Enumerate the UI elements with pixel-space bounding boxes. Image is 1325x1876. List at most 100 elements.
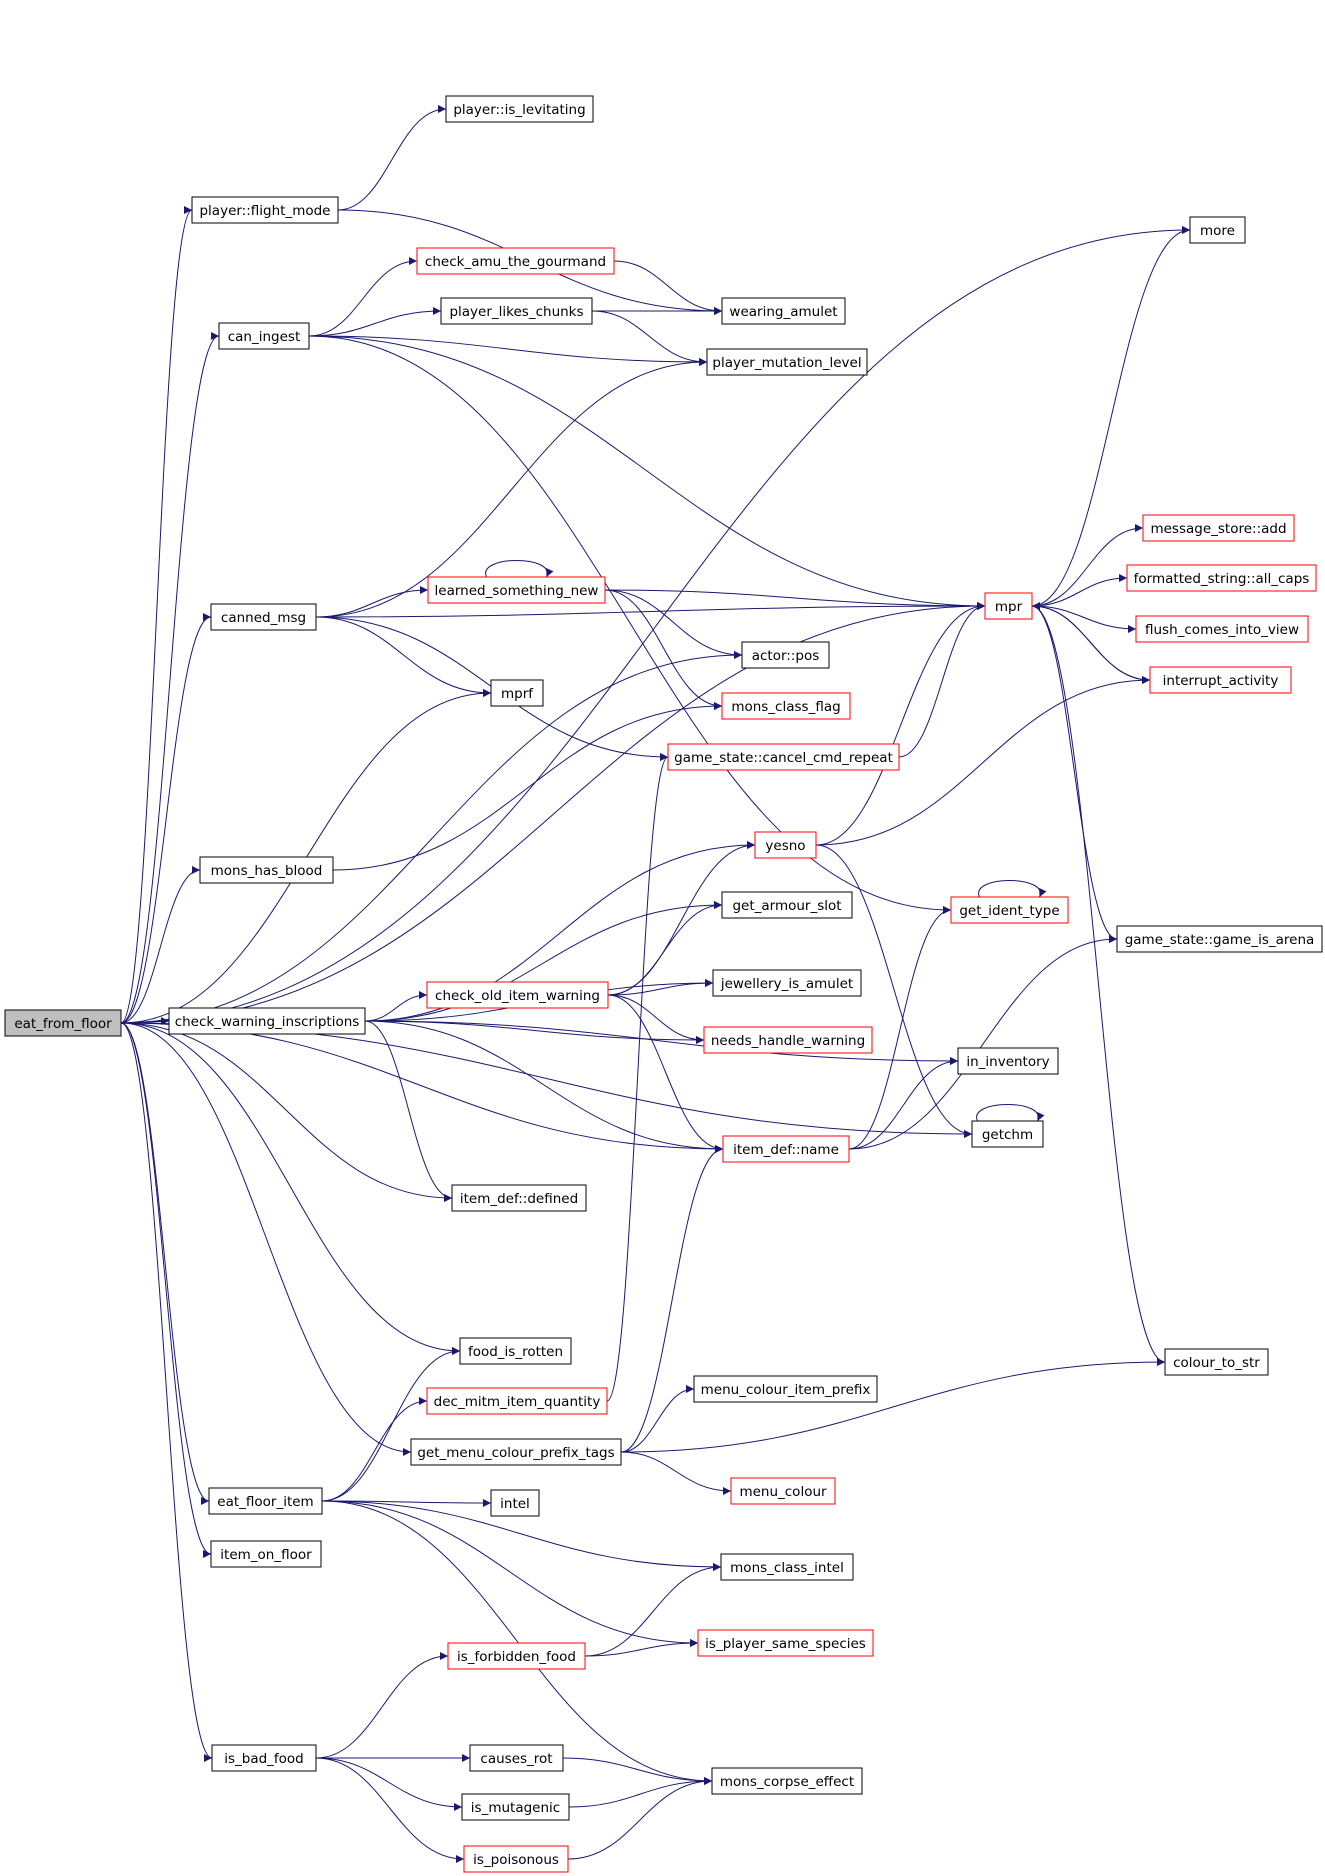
- node-more[interactable]: more: [1189, 216, 1246, 244]
- node-box: [168, 1007, 366, 1035]
- edge-check-warning-inscriptions-to-item-def-name: [364, 1020, 724, 1153]
- node-label: getchm: [982, 1127, 1033, 1143]
- node-is-poisonous[interactable]: is_poisonous: [463, 1845, 569, 1873]
- node-label: causes_rot: [480, 1751, 552, 1767]
- node-game-state-game-is-arena[interactable]: game_state::game_is_arena: [1116, 925, 1323, 953]
- node-item-def-defined[interactable]: item_def::defined: [451, 1184, 587, 1212]
- node-label: is_poisonous: [473, 1852, 559, 1868]
- node-player-mutation-level[interactable]: player_mutation_level: [706, 348, 868, 376]
- edge-mpr-to-flush-comes-into-view: [1031, 605, 1137, 633]
- node-learned-something-new[interactable]: learned_something_new: [427, 576, 606, 604]
- node-interrupt-activity[interactable]: interrupt_activity: [1149, 666, 1292, 694]
- node-item-on-floor[interactable]: item_on_floor: [210, 1540, 322, 1568]
- node-menu-colour[interactable]: menu_colour: [730, 1477, 836, 1505]
- edge-canned-msg-to-learned-something-new: [315, 586, 429, 618]
- edge-getchm-to-getchm: [976, 1104, 1045, 1122]
- node-box: [1116, 925, 1323, 953]
- edge-is-forbidden-food-to-is-player-same-species: [584, 1639, 699, 1657]
- node-label: actor::pos: [752, 648, 820, 664]
- node-player-likes-chunks[interactable]: player_likes_chunks: [440, 297, 593, 325]
- node-in-inventory[interactable]: in_inventory: [957, 1047, 1059, 1075]
- node-can-ingest[interactable]: can_ingest: [218, 322, 310, 350]
- node-menu-colour-item-prefix[interactable]: menu_colour_item_prefix: [693, 1375, 878, 1403]
- node-message-store-add[interactable]: message_store::add: [1142, 514, 1295, 542]
- node-box: [712, 969, 862, 997]
- edge-interrupt-activity-to-mpr: [1031, 602, 1151, 681]
- node-label: yesno: [765, 838, 805, 854]
- node-getchm[interactable]: getchm: [971, 1120, 1044, 1148]
- node-wearing-amulet[interactable]: wearing_amulet: [721, 297, 846, 325]
- node-item-def-name[interactable]: item_def::name: [722, 1135, 850, 1163]
- node-mpr[interactable]: mpr: [984, 592, 1033, 620]
- node-label: colour_to_str: [1173, 1355, 1260, 1371]
- node-intel[interactable]: intel: [490, 1489, 540, 1517]
- node-eat-from-floor[interactable]: eat_from_floor: [4, 1009, 122, 1037]
- edge-eat-from-floor-to-mpr: [120, 602, 986, 1024]
- node-canned-msg[interactable]: canned_msg: [210, 603, 317, 631]
- node-mprf[interactable]: mprf: [490, 679, 544, 707]
- node-get-armour-slot[interactable]: get_armour_slot: [721, 891, 853, 919]
- edge-check-old-item-warning-to-get-armour-slot: [607, 901, 723, 996]
- edge-check-warning-inscriptions-to-get-armour-slot: [364, 901, 723, 1022]
- node-label: check_warning_inscriptions: [175, 1014, 360, 1030]
- node-mons-class-intel[interactable]: mons_class_intel: [720, 1553, 854, 1581]
- node-jewellery-is-amulet[interactable]: jewellery_is_amulet: [712, 969, 862, 997]
- node-box: [490, 679, 544, 707]
- node-needs-handle-warning[interactable]: needs_handle_warning: [703, 1026, 873, 1054]
- node-eat-floor-item[interactable]: eat_floor_item: [208, 1487, 323, 1515]
- node-causes-rot[interactable]: causes_rot: [469, 1744, 564, 1772]
- node-label: message_store::add: [1150, 521, 1286, 537]
- node-colour-to-str[interactable]: colour_to_str: [1164, 1348, 1269, 1376]
- node-label: item_def::defined: [460, 1191, 578, 1207]
- node-mons-has-blood[interactable]: mons_has_blood: [199, 856, 334, 884]
- node-player-is-levitating[interactable]: player::is_levitating: [445, 95, 594, 123]
- edge-mpr-to-more: [1031, 226, 1191, 607]
- node-label: item_def::name: [733, 1142, 839, 1158]
- node-label: canned_msg: [221, 610, 306, 626]
- node-box: [461, 1793, 570, 1821]
- node-label: dec_mitm_item_quantity: [434, 1394, 601, 1410]
- node-label: player::flight_mode: [199, 203, 330, 219]
- node-is-mutagenic[interactable]: is_mutagenic: [461, 1793, 570, 1821]
- edge-eat-from-floor-to-item-on-floor: [120, 1022, 212, 1558]
- node-dec-mitm-item-quantity[interactable]: dec_mitm_item_quantity: [426, 1387, 608, 1415]
- node-get-menu-colour-prefix-tags[interactable]: get_menu_colour_prefix_tags: [410, 1438, 622, 1466]
- edge-eat-from-floor-to-eat-floor-item: [120, 1022, 210, 1505]
- node-player-flight-mode[interactable]: player::flight_mode: [191, 196, 339, 224]
- edge-get-menu-colour-prefix-tags-to-item-def-name: [620, 1145, 724, 1453]
- node-formatted-string-all-caps[interactable]: formatted_string::all_caps: [1126, 564, 1317, 592]
- node-check-old-item-warning[interactable]: check_old_item_warning: [426, 981, 609, 1009]
- node-label: check_amu_the_gourmand: [425, 254, 606, 270]
- node-label: get_ident_type: [959, 903, 1059, 919]
- node-box: [703, 1026, 873, 1054]
- node-box: [711, 1767, 863, 1795]
- edge-mpr-to-formatted-string-all-caps: [1031, 574, 1128, 607]
- node-label: menu_colour_item_prefix: [701, 1382, 871, 1398]
- node-mons-corpse-effect[interactable]: mons_corpse_effect: [711, 1767, 863, 1795]
- node-food-is-rotten[interactable]: food_is_rotten: [459, 1337, 572, 1365]
- node-box: [1189, 216, 1246, 244]
- node-is-player-same-species[interactable]: is_player_same_species: [697, 1629, 874, 1657]
- edge-yesno-to-mpr: [815, 602, 986, 846]
- node-label: menu_colour: [739, 1484, 827, 1500]
- node-box: [490, 1489, 540, 1517]
- node-check-amu-the-gourmand[interactable]: check_amu_the_gourmand: [416, 247, 615, 275]
- node-label: is_bad_food: [224, 1751, 304, 1767]
- node-check-warning-inscriptions[interactable]: check_warning_inscriptions: [168, 1007, 366, 1035]
- edge-causes-rot-to-mons-corpse-effect: [562, 1757, 713, 1785]
- node-flush-comes-into-view[interactable]: flush_comes_into_view: [1135, 615, 1309, 643]
- node-get-ident-type[interactable]: get_ident_type: [950, 896, 1069, 924]
- node-game-state-cancel-cmd-repeat[interactable]: game_state::cancel_cmd_repeat: [667, 743, 900, 771]
- node-yesno[interactable]: yesno: [754, 831, 817, 859]
- node-box: [1126, 564, 1317, 592]
- edge-eat-from-floor-to-player-flight-mode: [120, 206, 193, 1024]
- node-label: can_ingest: [228, 329, 301, 345]
- edge-can-ingest-to-mpr: [308, 335, 986, 610]
- node-is-forbidden-food[interactable]: is_forbidden_food: [447, 1642, 586, 1670]
- node-mons-class-flag[interactable]: mons_class_flag: [721, 692, 851, 720]
- node-box: [1142, 514, 1295, 542]
- node-is-bad-food[interactable]: is_bad_food: [211, 1744, 317, 1772]
- node-actor-pos[interactable]: actor::pos: [741, 641, 830, 669]
- node-label: more: [1200, 223, 1235, 239]
- node-box: [1149, 666, 1292, 694]
